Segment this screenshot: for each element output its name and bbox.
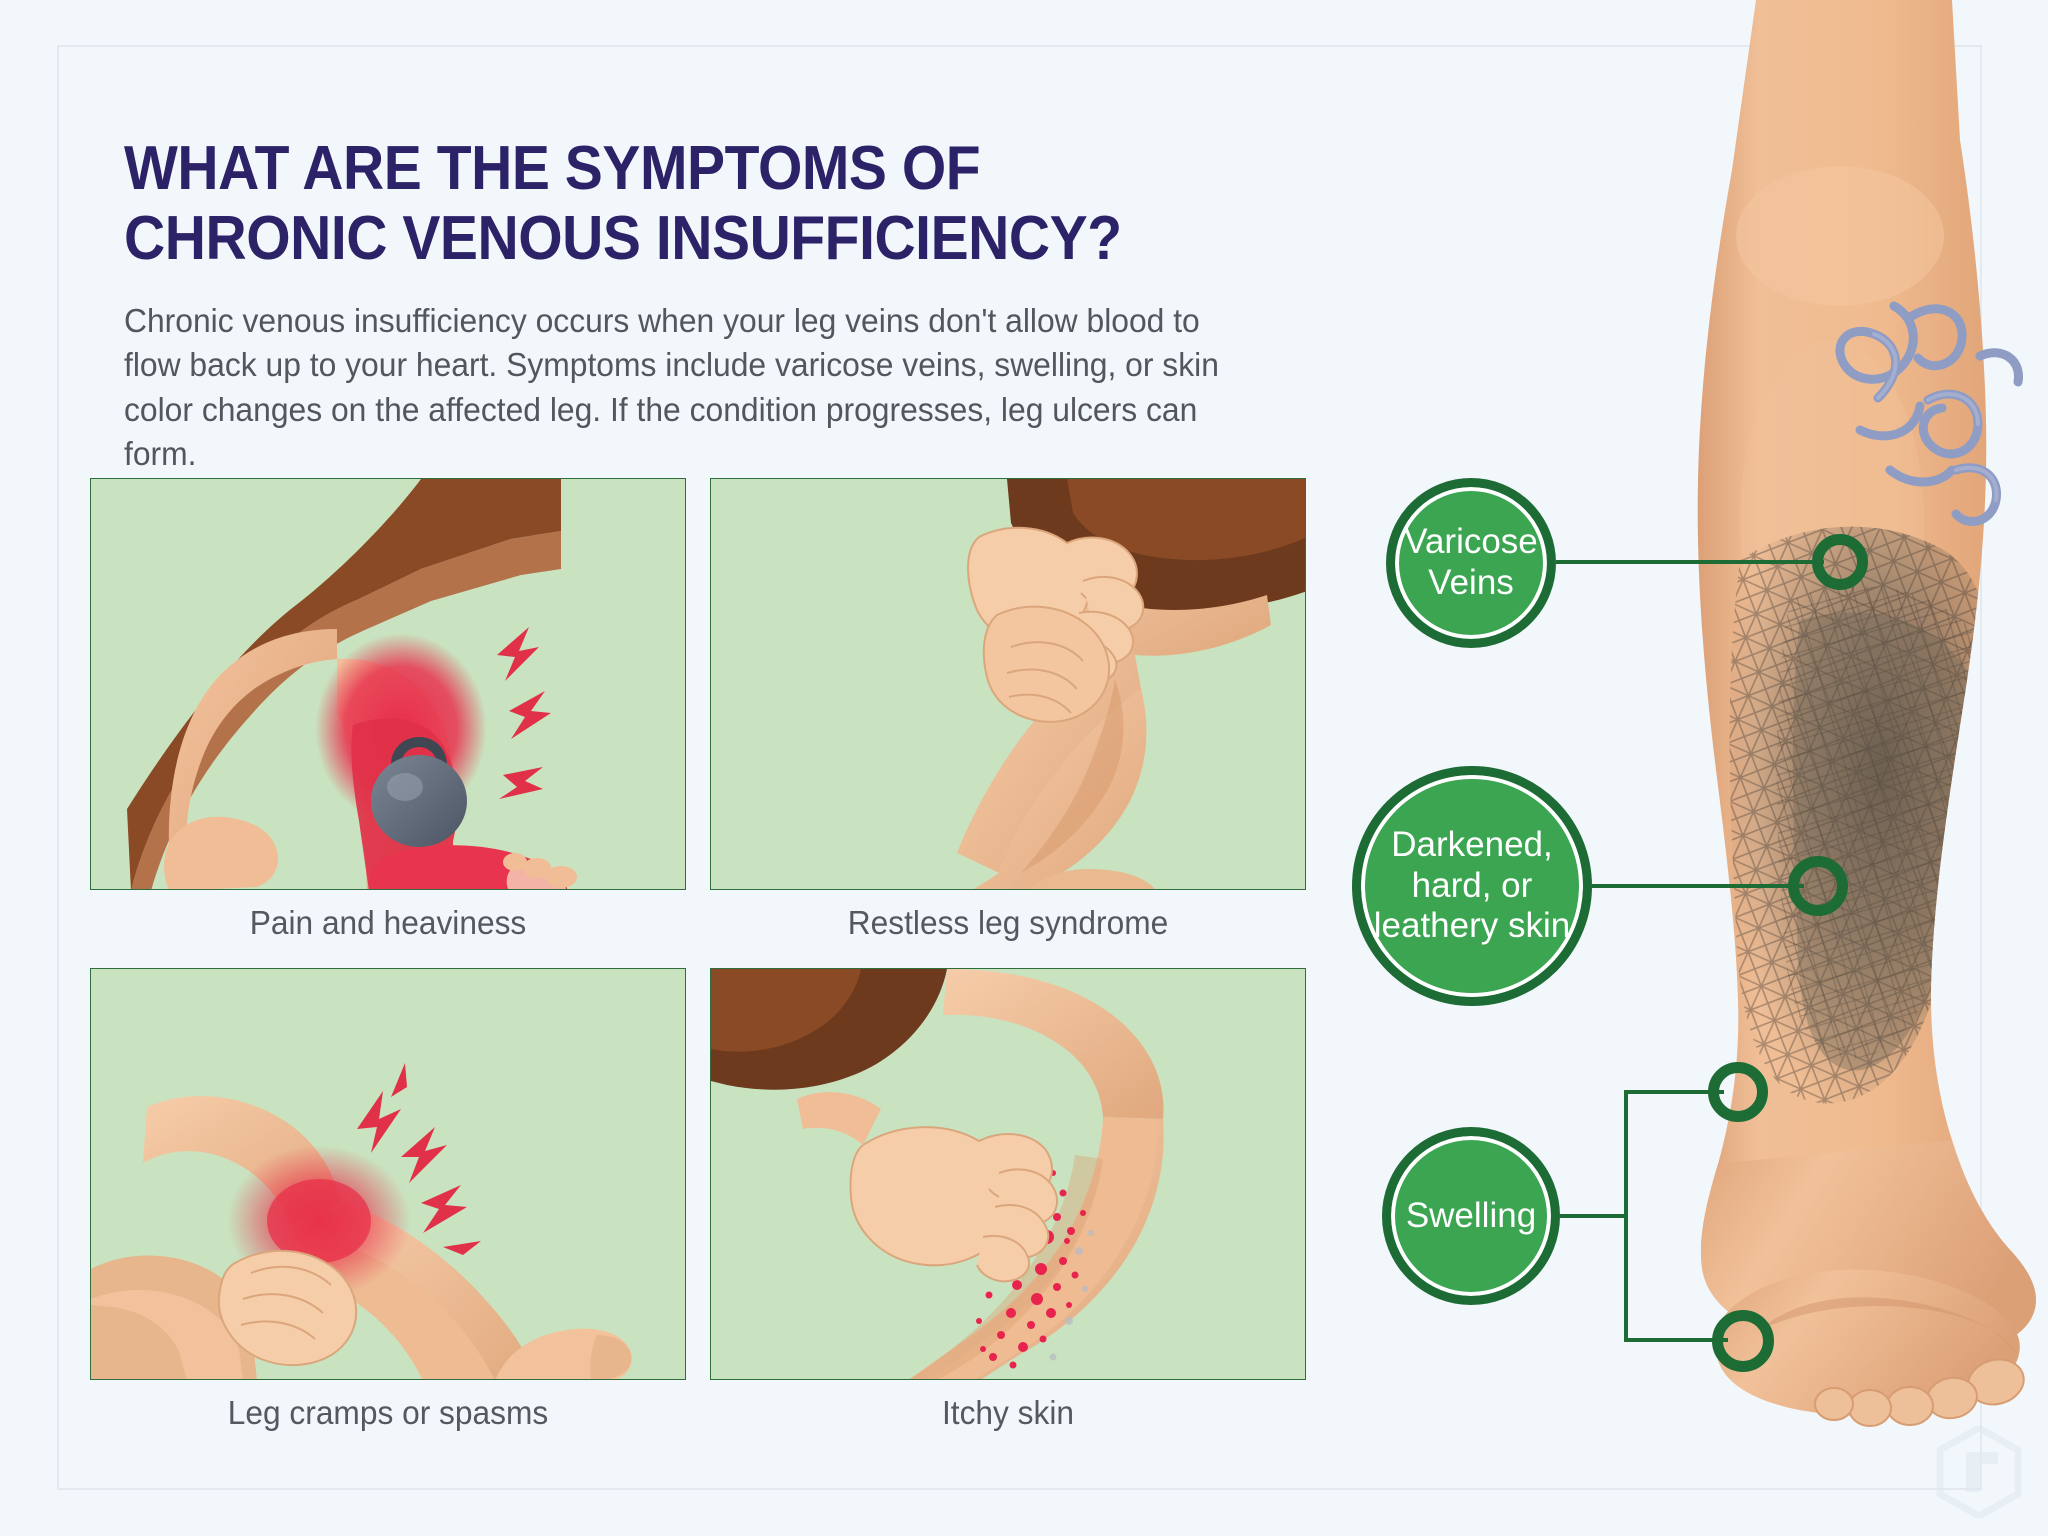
symptom-panel-leg-cramps-or-spasms[interactable]: Leg cramps or spasms: [90, 968, 686, 1446]
symptom-panel-caption: Leg cramps or spasms: [227, 1394, 549, 1431]
symptom-panel-caption: Pain and heaviness: [249, 904, 527, 941]
callout-badge-swelling[interactable]: Swelling: [1382, 1127, 1560, 1305]
page-title: WHAT ARE THE SYMPTOMS OF CHRONIC VENOUS …: [124, 134, 1154, 274]
callout-badge-label: Varicose Veins: [1404, 522, 1538, 602]
poster-frame: [57, 45, 1982, 1490]
chronic-venous-insufficiency-leg-illustration: [1560, 0, 2048, 1490]
callout-badge-label: Darkened, hard, or leathery skin: [1373, 824, 1571, 946]
leg-pain-kettlebell-illustration: [90, 478, 686, 890]
hands-rubbing-leg-illustration: [710, 478, 1306, 890]
calf-cramp-illustration: [90, 968, 686, 1380]
callout-badge-label: Swelling: [1405, 1195, 1537, 1235]
scratching-itchy-leg-illustration: [710, 968, 1306, 1380]
symptom-panel-pain-and-heaviness[interactable]: Pain and heaviness: [90, 478, 686, 956]
marker-ring-swelling-foot[interactable]: [1712, 1310, 1774, 1372]
marker-ring-darkened-skin[interactable]: [1788, 856, 1848, 916]
symptom-panel-caption: Restless leg syndrome: [847, 904, 1169, 941]
symptom-panel-row: Leg cramps or spasms: [90, 968, 1306, 1446]
callout-badge-darkened-hard-leathery-skin[interactable]: Darkened, hard, or leathery skin: [1352, 766, 1592, 1006]
intro-paragraph: Chronic venous insufficiency occurs when…: [124, 302, 1219, 474]
callout-badge-varicose-veins[interactable]: Varicose Veins: [1386, 478, 1556, 648]
symptom-panel-row: Pain and heaviness: [90, 478, 1306, 956]
marker-ring-varicose[interactable]: [1812, 534, 1868, 590]
symptom-panel-itchy-skin[interactable]: Itchy skin: [710, 968, 1306, 1446]
page-title-line-2: CHRONIC VENOUS INSUFFICIENCY?: [124, 203, 1122, 273]
symptom-panel-caption: Itchy skin: [941, 1394, 1075, 1431]
marker-ring-swelling-ankle[interactable]: [1708, 1062, 1768, 1122]
symptom-panel-restless-leg-syndrome[interactable]: Restless leg syndrome: [710, 478, 1306, 956]
symptom-panel-grid: Pain and heaviness: [90, 478, 1306, 1458]
page-title-line-1: WHAT ARE THE SYMPTOMS OF: [124, 133, 981, 203]
